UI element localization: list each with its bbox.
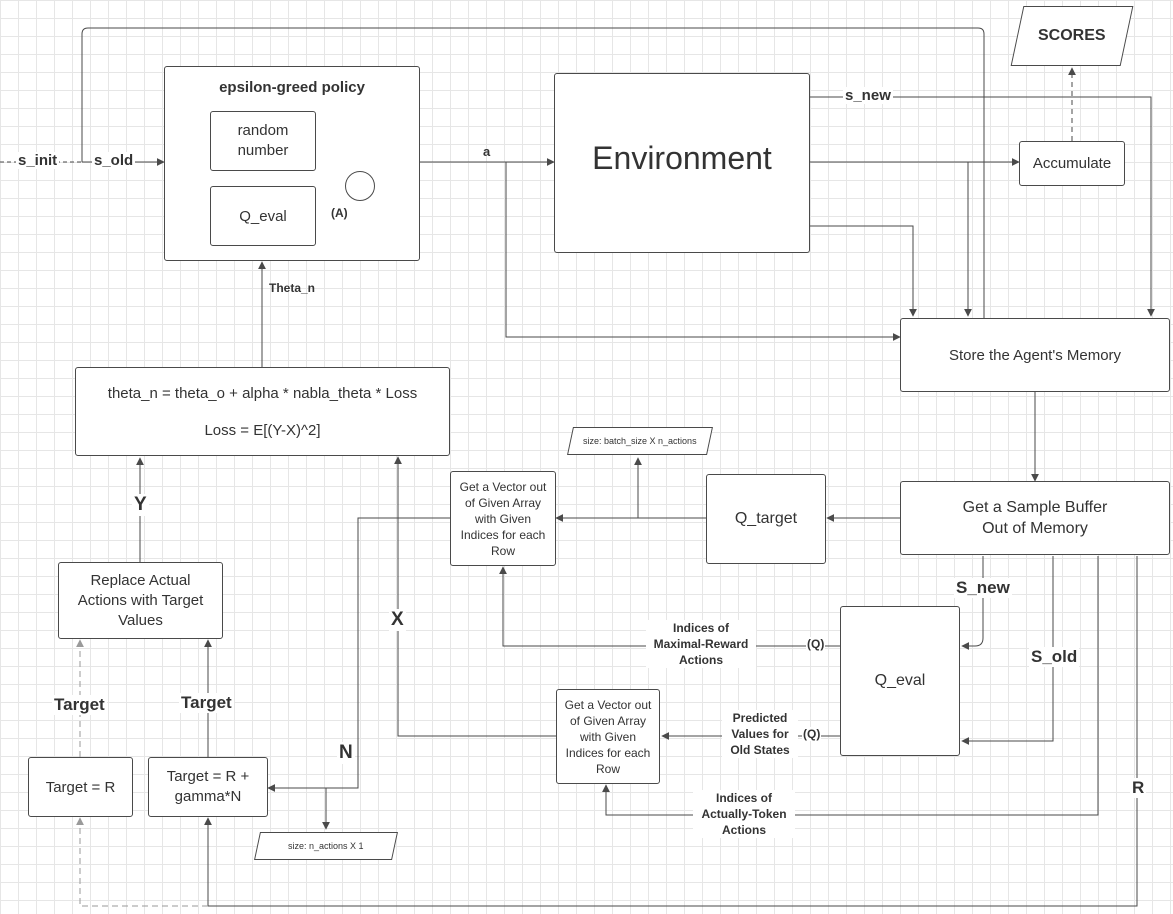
- size-actions-label: size: n_actions X 1: [254, 832, 398, 860]
- store-memory-box: Store the Agent's Memory: [900, 318, 1170, 392]
- scores-output: SCORES: [1010, 6, 1134, 66]
- target-gamma-box: Target = R + gamma*N: [148, 757, 268, 817]
- label-a: a: [483, 144, 491, 159]
- edge-s-new: [810, 96, 1155, 317]
- edge-n: [267, 517, 450, 792]
- label-theta-n: Theta_n: [269, 281, 316, 295]
- label-y: Y: [132, 494, 149, 516]
- random-number-box: random number: [210, 111, 316, 171]
- label-s-new-cap: S_new: [954, 578, 1012, 598]
- label-indices-taken: Indices of Actually-Token Actions: [693, 790, 795, 838]
- q-eval-policy-box: Q_eval: [210, 186, 316, 246]
- label-indices-max: Indices of Maximal-Reward Actions: [646, 620, 756, 668]
- edge-r-dashed: [76, 817, 208, 907]
- label-target-right: Target: [179, 693, 234, 713]
- label-a-paren: (A): [330, 206, 349, 220]
- label-s-old: s_old: [92, 152, 136, 169]
- policy-title: epsilon-greed policy: [219, 79, 365, 96]
- edge-s-old-to-qeval: [961, 556, 1054, 745]
- edge-env-to-store-2: [810, 225, 917, 317]
- q-target-box: Q_target: [706, 474, 826, 564]
- edge-s-new-to-qeval: [961, 556, 984, 650]
- label-q-top: (Q): [806, 637, 826, 651]
- combine-node: [345, 171, 375, 201]
- edge-feedback-loop: [81, 27, 985, 318]
- get-vector-top-box: Get a Vector out of Given Array with Giv…: [450, 471, 556, 566]
- label-r: R: [1130, 778, 1147, 798]
- label-n: N: [337, 742, 355, 764]
- accumulate-box: Accumulate: [1019, 141, 1125, 186]
- label-x: X: [389, 609, 406, 631]
- get-vector-bottom-box: Get a Vector out of Given Array with Giv…: [556, 689, 660, 784]
- edge-x: [394, 456, 556, 737]
- q-eval-train-box: Q_eval: [840, 606, 960, 756]
- update-rule-box: theta_n = theta_o + alpha * nabla_theta …: [75, 367, 450, 456]
- edge-r: [204, 556, 1138, 907]
- replace-actions-box: Replace Actual Actions with Target Value…: [58, 562, 223, 639]
- update-rule-text: theta_n = theta_o + alpha * nabla_theta …: [107, 384, 418, 402]
- target-r-box: Target = R: [28, 757, 133, 817]
- environment-box: Environment: [554, 73, 810, 253]
- label-s-init: s_init: [16, 152, 60, 169]
- edge-indices-taken: [602, 556, 1099, 816]
- label-s-old-cap: S_old: [1029, 647, 1080, 667]
- label-q-bottom: (Q): [802, 727, 822, 741]
- label-s-new: s_new: [843, 87, 893, 104]
- edge-a-to-store: [505, 162, 901, 341]
- size-batch-label: size: batch_size X n_actions: [567, 427, 713, 455]
- label-predicted: Predicted Values for Old States: [722, 710, 798, 758]
- loss-text: Loss = E[(Y-X)^2]: [204, 421, 321, 439]
- label-target-left: Target: [52, 695, 107, 715]
- sample-buffer-box: Get a Sample Buffer Out of Memory: [900, 481, 1170, 555]
